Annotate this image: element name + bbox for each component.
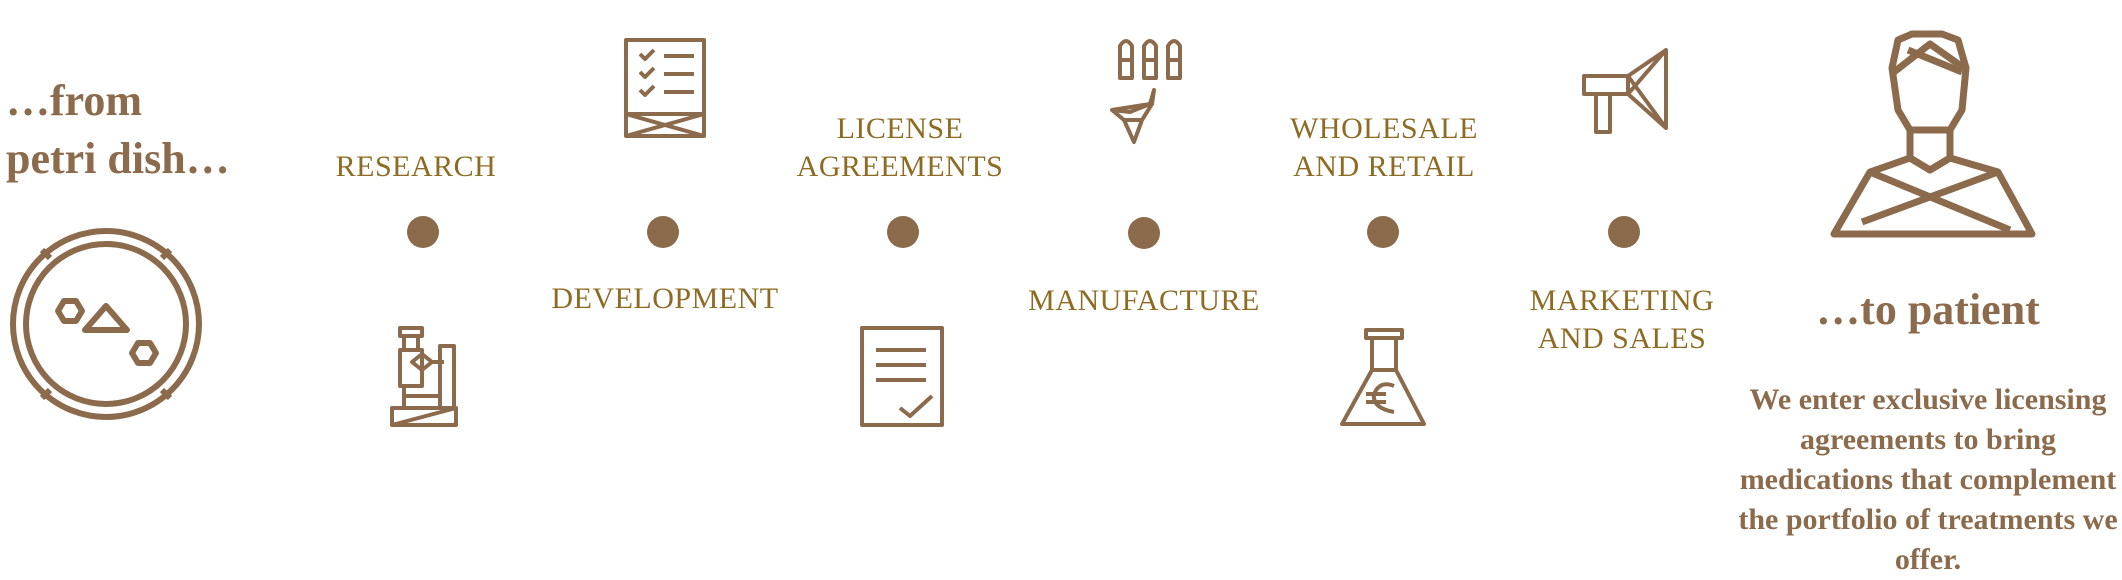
step-label-development: DEVELOPMENT (551, 282, 779, 315)
timeline-dot-manufacture (1128, 217, 1160, 249)
end-heading: …to patient (1816, 285, 2040, 334)
timeline-dot-wholesale (1367, 216, 1399, 248)
timeline-dot-marketing (1608, 216, 1640, 248)
step-label-wholesale-and-retail: WHOLESALE AND RETAIL (1290, 112, 1478, 183)
euro-flask-icon (1340, 328, 1426, 426)
timeline-dots (407, 216, 1640, 249)
petri-dish-icon (10, 228, 202, 420)
microscope-icon (390, 326, 458, 427)
vials-pipette-icon (1110, 39, 1182, 144)
signed-document-icon (860, 326, 944, 427)
start-heading-line1: …from (6, 76, 143, 125)
timeline-dot-research (407, 216, 439, 248)
step-label-research: RESEARCH (335, 150, 497, 183)
patient-icon (1830, 30, 2036, 238)
start-heading-line2: petri dish… (6, 134, 230, 183)
timeline-dot-license (887, 216, 919, 248)
end-description: We enter exclusive licensing agreements … (1738, 383, 2118, 576)
start-heading: …from petri dish… (6, 72, 230, 188)
step-label-license-agreements: LICENSE AGREEMENTS (796, 112, 1004, 183)
megaphone-icon (1582, 48, 1668, 134)
checklist-icon (624, 38, 706, 138)
timeline-dot-development (647, 216, 679, 248)
step-label-manufacture: MANUFACTURE (1028, 284, 1260, 317)
step-label-marketing-and-sales: MARKETING AND SALES (1529, 284, 1715, 355)
